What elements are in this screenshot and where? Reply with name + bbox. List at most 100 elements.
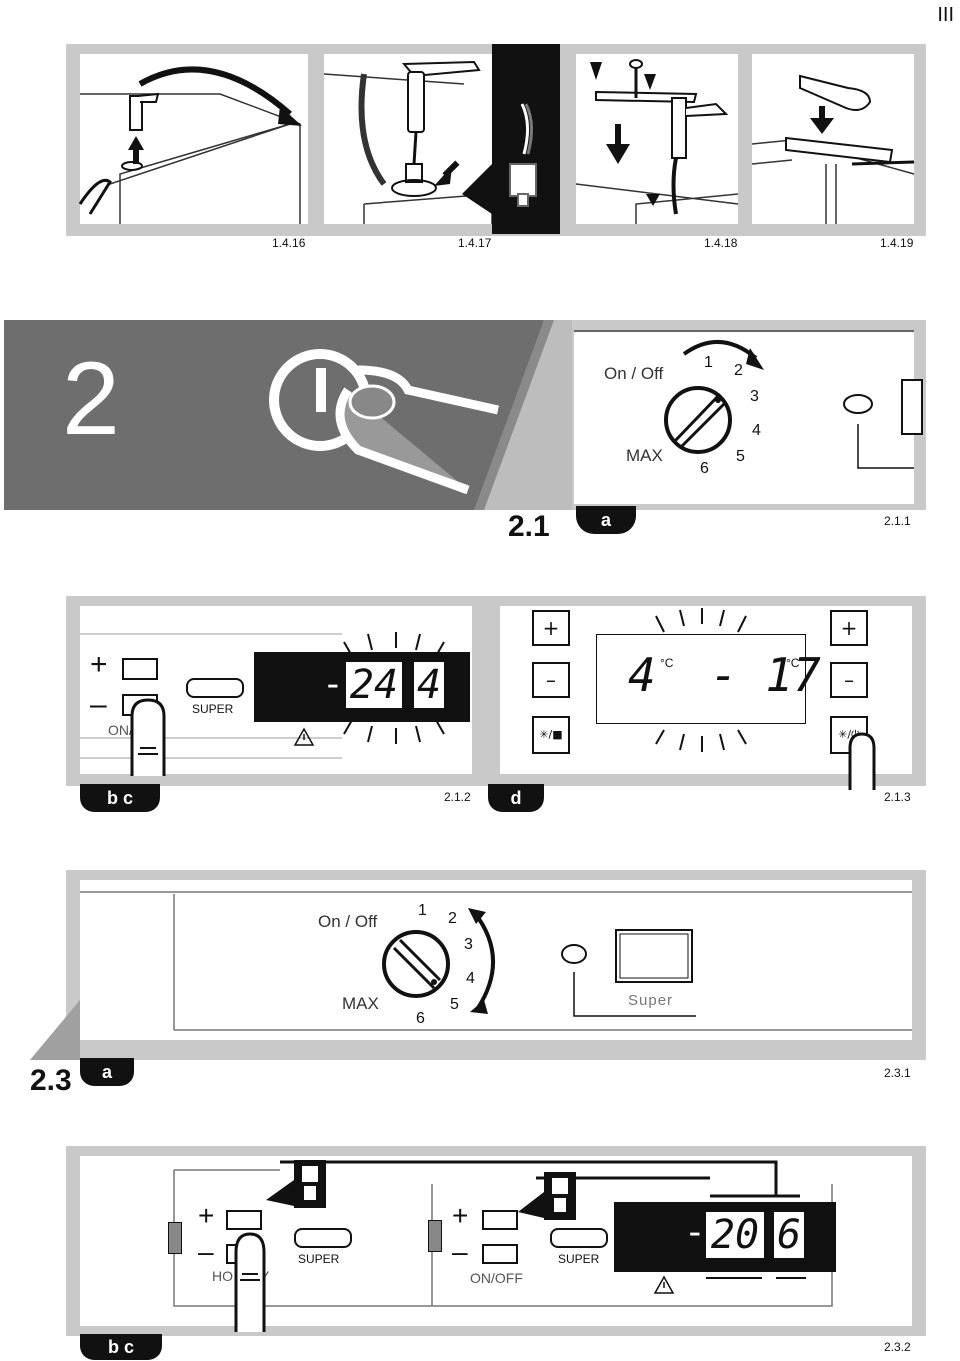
minus-label-right: –: [452, 1236, 468, 1267]
dial-max-label: MAX: [626, 446, 663, 465]
dial-tick-6: 6: [700, 460, 709, 477]
fridge-temp: 4: [628, 648, 656, 702]
dial-tick-2: 2: [734, 362, 743, 379]
section-2-3-number: 2.3: [30, 1064, 72, 1097]
screw-fitting-drawing: [575, 59, 739, 224]
display-value: 24: [346, 662, 402, 708]
hinge-removal-drawing: [78, 66, 302, 224]
display-underline-marks: [706, 1277, 806, 1279]
super-button[interactable]: [186, 678, 244, 698]
dial23-tick-5: 5: [450, 996, 459, 1013]
dial-on-off-label: On / Off: [604, 364, 664, 383]
dial23-tick-3: 3: [464, 936, 473, 953]
dial23-tick-2: 2: [448, 910, 457, 927]
badge-d: d: [488, 784, 544, 812]
minus-label-left: –: [198, 1236, 214, 1267]
thermostat-dial[interactable]: [664, 380, 764, 480]
blink-marks: [343, 632, 445, 744]
blink-marks-d: [655, 608, 747, 752]
left-plus-button[interactable]: +: [532, 610, 570, 646]
dial-tick-5: 5: [736, 448, 745, 465]
caption-2-1-1: 2.1.1: [884, 514, 911, 528]
left-mode-button[interactable]: ✳/■: [532, 716, 570, 754]
on-off-label-right: ON/OFF: [470, 1270, 523, 1286]
section-2-number: 2: [62, 341, 120, 457]
rotate-arrow-icon: [682, 340, 764, 370]
section-23-panel: [80, 880, 912, 1040]
display-sign-row5: -: [684, 1212, 706, 1253]
dial-tick-3: 3: [750, 388, 759, 405]
illustration-1-4-18: [575, 54, 739, 224]
finger-press-icon-d: [848, 732, 876, 790]
section-2-banner: [4, 320, 564, 510]
connector-detail: [462, 44, 560, 234]
side-switch-left: [168, 1222, 182, 1254]
section-2-1-number: 2.1: [508, 510, 550, 543]
caption-1-4-17: 1.4.17: [458, 236, 492, 250]
super-button-left[interactable]: [294, 1228, 352, 1248]
left-minus-button[interactable]: –: [532, 662, 570, 698]
dial-max-label-23: MAX: [342, 994, 379, 1013]
plus-label: +: [90, 648, 108, 681]
caption-2-3-2: 2.3.2: [884, 1340, 911, 1354]
freezer-temp-unit: °C: [786, 656, 800, 670]
badge-bc-2: b c: [80, 1334, 162, 1360]
minus-button-right[interactable]: [482, 1244, 518, 1264]
section-23-lines: [80, 891, 912, 1031]
illustration-1-4-17: [323, 54, 493, 224]
power-button-press-icon: [269, 349, 499, 495]
display-sign: -: [322, 664, 344, 705]
finger-press-icon-row5: [234, 1232, 266, 1332]
illustration-1-4-16: [78, 54, 308, 224]
caption-1-4-19: 1.4.19: [880, 236, 914, 250]
dial-panel: [574, 330, 914, 504]
badge-a-23: a: [80, 1058, 134, 1086]
plus-button-left[interactable]: [226, 1210, 262, 1230]
dial-tick-1: 1: [704, 354, 713, 371]
cover-fitting-drawing: [751, 74, 915, 224]
page-fold: [474, 320, 574, 510]
plus-button[interactable]: [122, 658, 158, 680]
warning-icon-row5: [653, 1275, 675, 1294]
plus-label-left: +: [198, 1200, 215, 1231]
caption-2-1-3: 2.1.3: [884, 790, 911, 804]
dial-tick-4: 4: [752, 422, 761, 439]
super-label-right: SUPER: [558, 1252, 600, 1266]
connector-drawing: [462, 103, 537, 214]
page-number: III: [937, 4, 954, 26]
dial23-tick-1: 1: [418, 902, 427, 919]
illustration-1-4-19: [751, 54, 915, 224]
super-button-right[interactable]: [550, 1228, 608, 1248]
caption-2-3-1: 2.3.1: [884, 1066, 911, 1080]
super-label-23: Super: [628, 992, 674, 1009]
freezer-temp: - 17: [710, 648, 821, 702]
dual-temperature-display: [596, 634, 806, 724]
thermostat-dial-23[interactable]: [380, 928, 460, 1008]
on-label: ON/: [108, 722, 133, 738]
switch-callout-1: [266, 1160, 326, 1208]
super-label-left: SUPER: [298, 1252, 340, 1266]
badge-bc-1: b c: [80, 784, 160, 812]
finger-press-icon: [130, 698, 166, 776]
plus-button-right[interactable]: [482, 1210, 518, 1230]
fridge-temp-unit: °C: [660, 656, 674, 670]
right-plus-button[interactable]: +: [830, 610, 868, 646]
side-switch-right: [428, 1220, 442, 1252]
rotate-arrow-icon-23: [468, 908, 496, 1014]
right-minus-button[interactable]: –: [830, 662, 868, 698]
indicator-lamp: [843, 379, 923, 469]
display-digit-row5: 6: [774, 1212, 804, 1258]
dial23-tick-6: 6: [416, 1010, 425, 1027]
caption-2-1-2: 2.1.2: [444, 790, 471, 804]
caption-1-4-18: 1.4.18: [704, 236, 738, 250]
super-label: SUPER: [192, 702, 234, 716]
warning-icon: [293, 727, 315, 746]
cable-plug-drawing: [323, 60, 493, 224]
caption-1-4-16: 1.4.16: [272, 236, 306, 250]
switch-callout-2: [518, 1172, 576, 1220]
display-digit: 4: [414, 662, 444, 708]
plus-label-right: +: [452, 1200, 469, 1231]
dial-on-off-label-23: On / Off: [318, 912, 378, 931]
display-value-row5: 20: [706, 1212, 764, 1258]
dial23-tick-4: 4: [466, 970, 475, 987]
